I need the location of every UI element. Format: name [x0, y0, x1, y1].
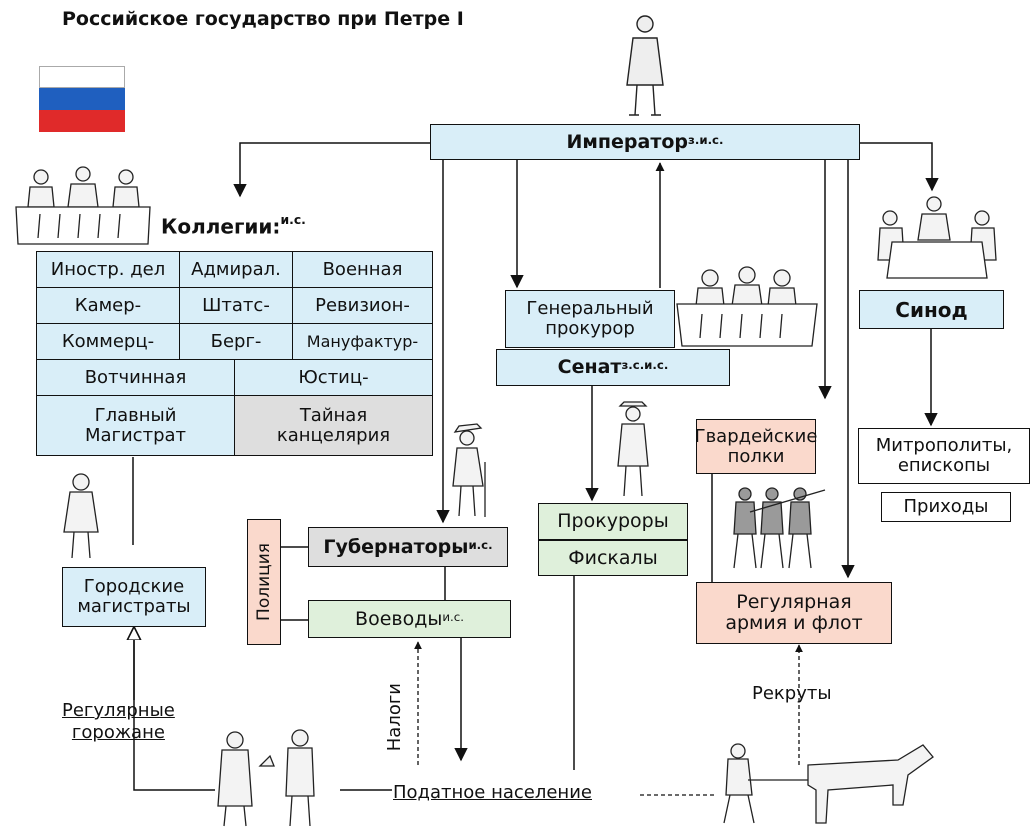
collegium-cell: Камер-: [37, 288, 179, 323]
synod-box: Синод: [859, 290, 1004, 329]
emperor-figure-icon: [626, 15, 664, 116]
tax-population-label: Податное население: [393, 782, 592, 803]
soldiers-icon: [733, 487, 826, 569]
collegium-cell-secret-chancery: Тайная канцелярия: [234, 396, 432, 455]
collegium-cell: Адмирал.: [179, 252, 292, 287]
synod-icon: [877, 196, 997, 279]
senate-officials-icon: [676, 266, 818, 347]
fiscal-figure-icon: [617, 401, 649, 497]
guard-regiments-box: Гвардейские полки: [695, 419, 817, 474]
prosecutors-box: Прокуроры: [538, 503, 688, 540]
police-box: Полиция: [247, 519, 281, 645]
collegia-title: Коллегии:и.с.: [161, 212, 306, 239]
collegium-cell-magistrat: Главный Магистрат: [37, 396, 234, 455]
magistrate-figure-icon: [63, 473, 99, 559]
governor-figure-icon: [452, 423, 486, 517]
regular-army-box: Регулярная армия и флот: [696, 582, 892, 644]
collegium-cell: Вотчинная: [37, 360, 234, 395]
collegium-cell: Берг-: [179, 324, 292, 359]
townspeople-icon: [217, 729, 315, 827]
collegium-cell: Иностр. дел: [37, 252, 179, 287]
fiscals-box: Фискалы: [538, 540, 688, 576]
collegium-cell: Военная: [292, 252, 432, 287]
collegium-cell: Мануфактур-: [292, 324, 432, 359]
parishes-box: Приходы: [881, 492, 1011, 522]
regular-townspeople-label: Регулярные горожане: [62, 700, 175, 743]
peasant-plowing-icon: [723, 743, 934, 824]
emperor-rights: з.и.с.: [688, 132, 724, 147]
city-magistrates-box: Городские магистраты: [62, 567, 206, 627]
collegium-cell: Ревизион-: [292, 288, 432, 323]
emperor-label: Император: [566, 130, 689, 153]
collegia-table: Иностр. дел Адмирал. Военная Камер- Штат…: [36, 251, 433, 456]
collegia-officials-icon: [15, 166, 151, 245]
recruits-label: Рекруты: [752, 683, 832, 704]
collegium-cell: Юстиц-: [234, 360, 432, 395]
collegium-cell: Штатс-: [179, 288, 292, 323]
taxes-label: Налоги: [384, 683, 405, 752]
metropolitans-box: Митрополиты, епископы: [858, 428, 1030, 484]
general-prosecutor-box: Генеральный прокурор: [505, 290, 675, 348]
collegium-cell: Коммерц-: [37, 324, 179, 359]
russian-flag-icon: [39, 66, 125, 132]
page-title: Российское государство при Петре I: [62, 8, 464, 30]
